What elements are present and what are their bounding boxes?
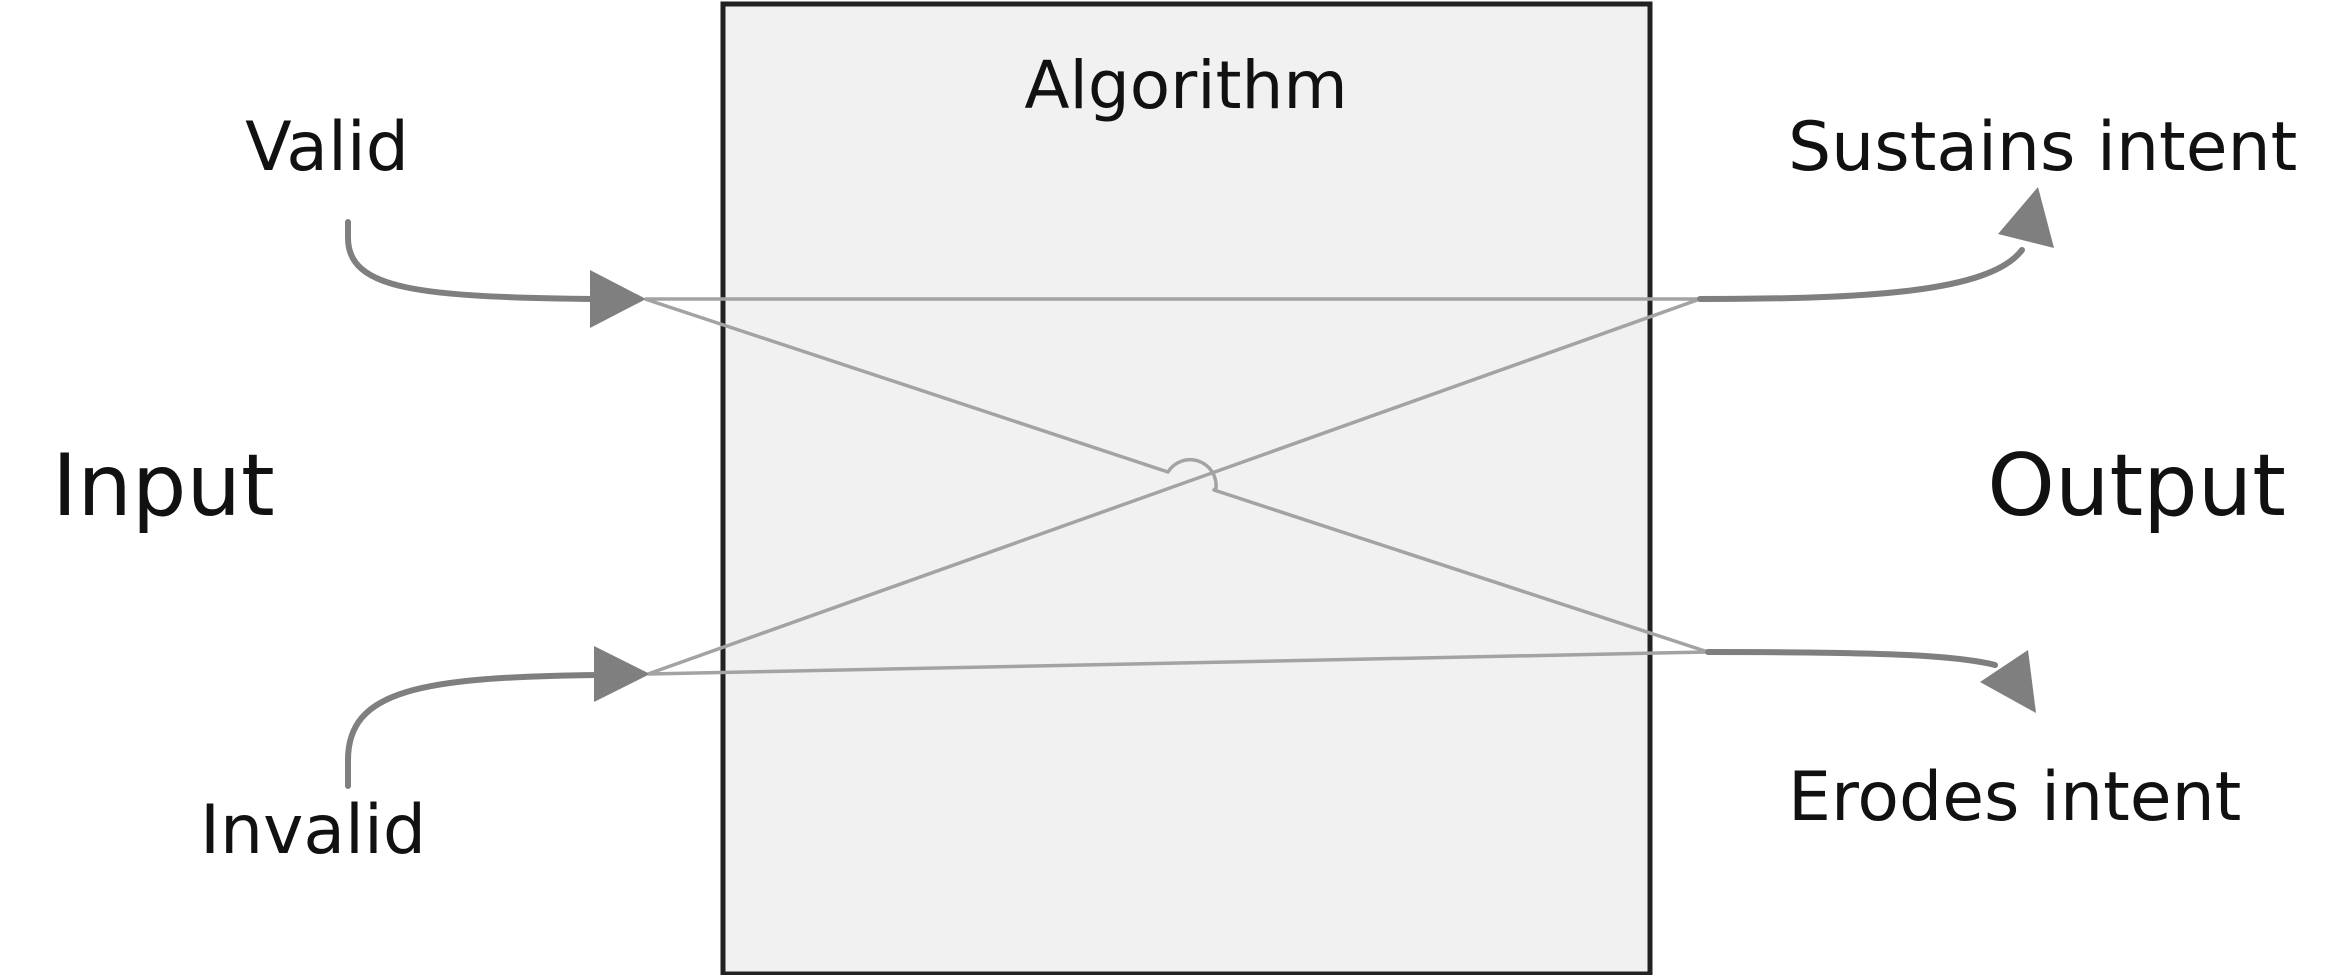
valid-input-arrowhead <box>590 270 646 328</box>
output-erodes-label: Erodes intent <box>1788 758 2241 837</box>
invalid-to-sustains-line <box>647 297 1701 676</box>
valid-to-erodes-line <box>644 297 1709 654</box>
input-invalid-label: Invalid <box>200 791 426 870</box>
sustains-output-arrowhead <box>1998 187 2054 248</box>
input-valid-label: Valid <box>245 108 409 187</box>
erodes-output-arrow <box>1705 649 1998 668</box>
output-sustains-label: Sustains intent <box>1788 108 2297 187</box>
invalid-input-arrow <box>345 672 603 789</box>
algorithm-title: Algorithm <box>1024 47 1347 124</box>
invalid-to-erodes-line <box>647 650 1709 676</box>
input-heading: Input <box>52 436 275 536</box>
valid-input-arrow <box>345 219 598 302</box>
output-heading: Output <box>1987 436 2286 536</box>
invalid-input-arrowhead <box>594 646 650 702</box>
algorithm-box <box>720 1 1653 975</box>
sustains-output-arrow <box>1697 247 2025 302</box>
erodes-output-arrowhead <box>1980 650 2036 713</box>
